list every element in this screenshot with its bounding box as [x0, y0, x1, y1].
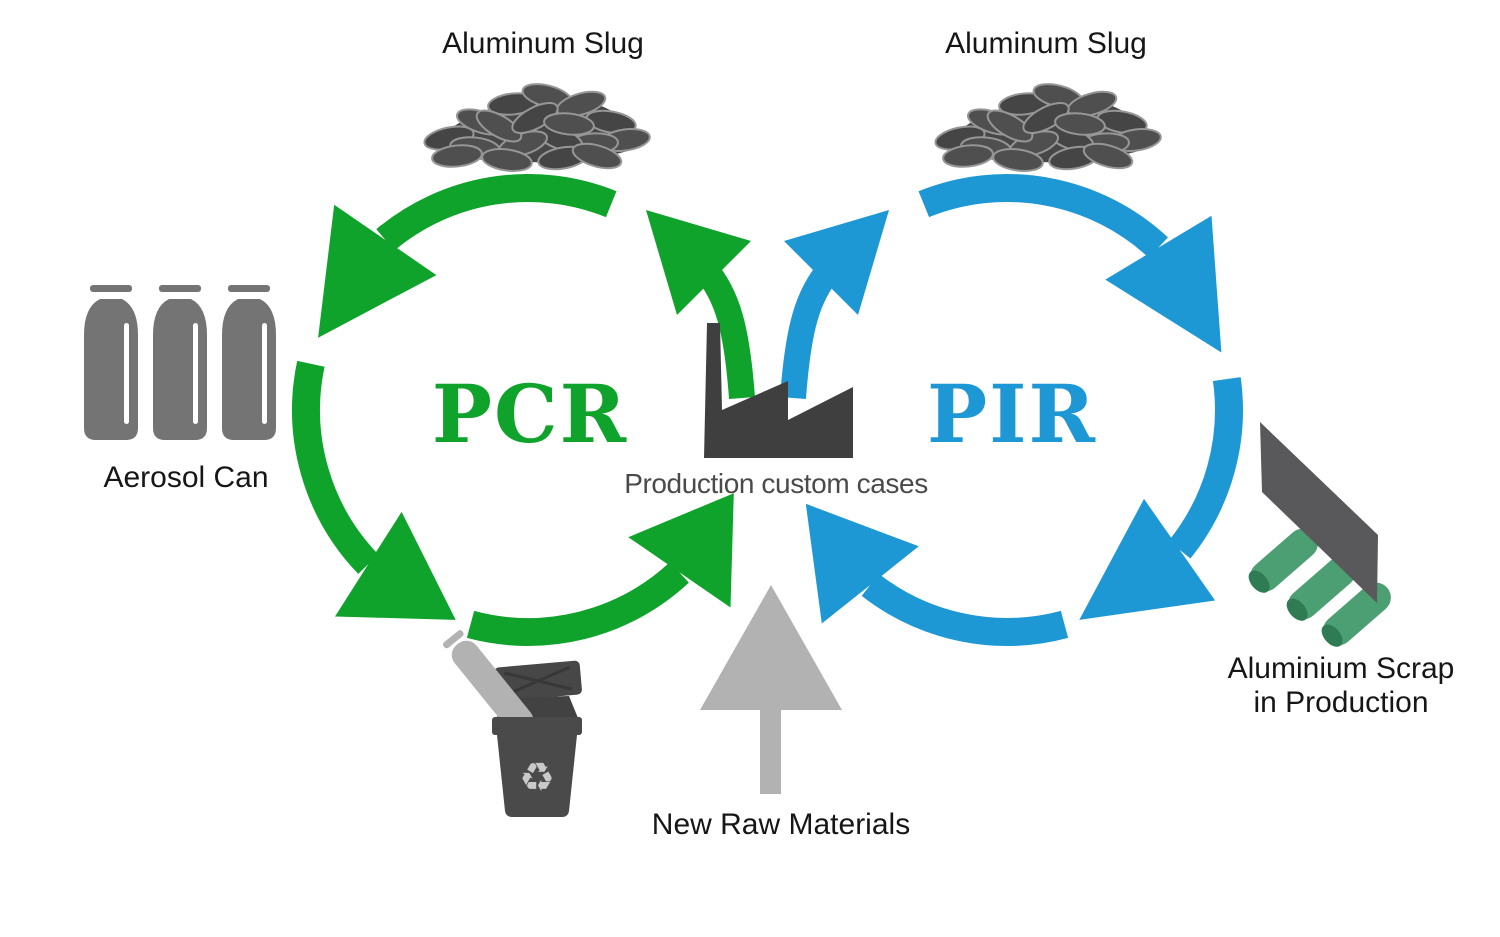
slug-right-label: Aluminum Slug	[945, 27, 1147, 60]
slug-left-label: Aluminum Slug	[442, 27, 644, 60]
scrap-cylinder	[1286, 556, 1356, 621]
aluminum-slug-pile-icon	[934, 83, 1162, 172]
factory-icon	[704, 323, 853, 458]
scrap-label-line1: Aluminium Scrap	[1227, 652, 1455, 685]
aerosol-can	[153, 285, 207, 440]
discarded-can	[442, 630, 534, 735]
bin-lid	[494, 660, 582, 702]
aerosol-label: Aerosol Can	[103, 461, 269, 494]
new-raw-materials-arrow-icon	[700, 585, 842, 794]
aerosol-can	[84, 285, 138, 440]
pcr-cycle-arrows	[292, 174, 734, 646]
aluminum-slug-pile-icon	[423, 83, 651, 172]
new-raw-label: New Raw Materials	[651, 808, 911, 841]
pcr-return-arrow	[646, 210, 755, 399]
scrap-sheet	[1260, 422, 1378, 603]
production-label: Production custom cases	[624, 468, 928, 499]
pir-label: PIR	[926, 367, 1098, 461]
scrap-label: Aluminium Scrap in Production	[1228, 652, 1455, 720]
pir-cycle-arrows	[805, 174, 1243, 646]
aerosol-cans-icon	[84, 285, 276, 440]
scrap-label-line2: in Production	[1253, 686, 1429, 719]
recycle-icon: ♻	[519, 755, 555, 801]
aerosol-can	[222, 285, 276, 440]
pir-return-arrow	[780, 210, 889, 399]
recycle-bin-icon: ♻	[442, 630, 582, 817]
scrap-cylinder	[1248, 528, 1318, 593]
pcr-label: PCR	[431, 367, 629, 461]
aluminium-scrap-icon	[1248, 422, 1391, 647]
